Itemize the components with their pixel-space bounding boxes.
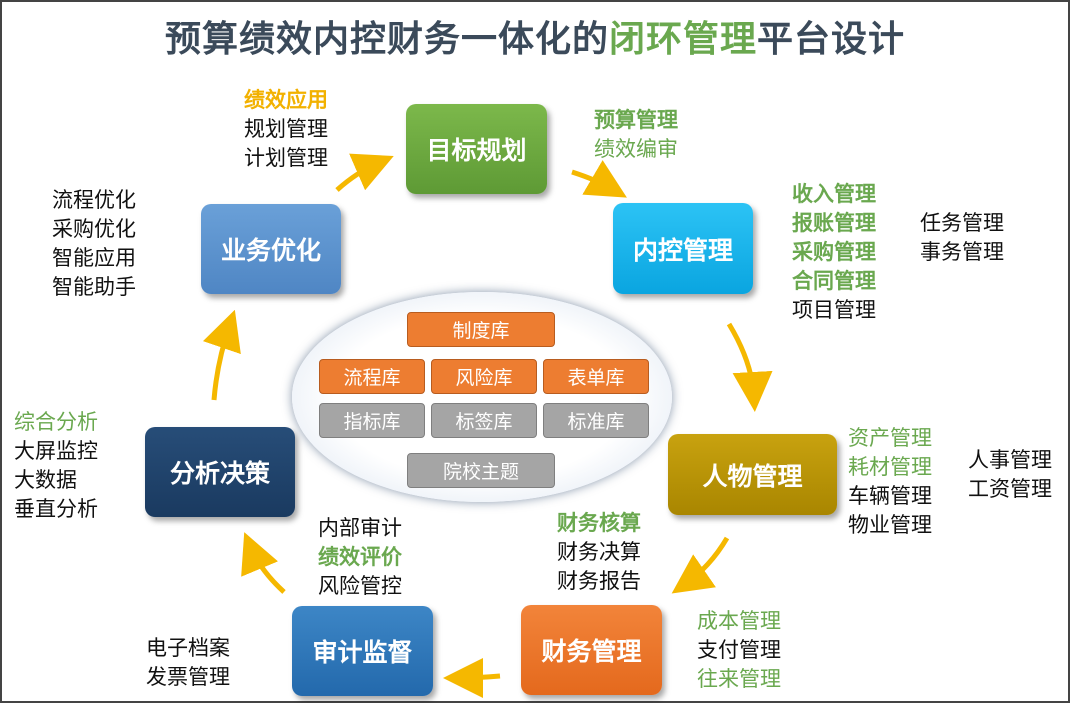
asset-left-item: 车辆管理 — [848, 484, 932, 508]
finance-top-item: 财务报告 — [557, 569, 641, 593]
audit-top-list: 内部审计 绩效评价 风险管控 — [318, 514, 402, 601]
node-finance-management[interactable]: 财务管理 — [521, 605, 662, 695]
control-left-item: 收入管理 — [792, 182, 876, 206]
goal-apps-list: 绩效应用 规划管理 计划管理 — [244, 86, 328, 173]
title-part1: 预算绩效内控财务一体化的 — [164, 19, 609, 60]
business-item: 智能助手 — [52, 275, 136, 299]
goal-apps-item: 计划管理 — [244, 146, 328, 170]
control-right-item: 事务管理 — [920, 240, 1004, 264]
asset-left-item: 物业管理 — [848, 513, 932, 537]
arrow-finance-to-audit — [443, 657, 501, 698]
control-left-list: 收入管理 报账管理 采购管理 合同管理 项目管理 — [792, 180, 876, 325]
finance-top-item: 财务决算 — [557, 540, 641, 564]
title-part2: 平台设计 — [757, 19, 906, 60]
arrow-biz-to-goal — [335, 153, 394, 192]
business-item: 流程优化 — [52, 188, 136, 212]
audit-top-item: 风险管控 — [318, 574, 402, 598]
analysis-item: 大屏监控 — [14, 439, 98, 463]
control-right-item: 任务管理 — [920, 211, 1004, 235]
control-left-item: 报账管理 — [792, 211, 876, 235]
title-highlight: 闭环管理 — [608, 19, 757, 60]
asset-right-list: 人事管理 工资管理 — [968, 446, 1052, 504]
business-item: 采购优化 — [52, 217, 136, 241]
lib-risk[interactable]: 风险库 — [431, 359, 537, 394]
goal-right-item: 预算管理 — [594, 108, 678, 132]
control-left-item: 合同管理 — [792, 269, 876, 293]
asset-left-item: 耗材管理 — [848, 455, 932, 479]
control-left-item: 项目管理 — [792, 298, 876, 322]
lib-standard[interactable]: 标准库 — [543, 403, 649, 438]
finance-right-list: 成本管理 支付管理 往来管理 — [697, 607, 781, 694]
asset-right-item: 人事管理 — [968, 448, 1052, 472]
audit-left-item: 电子档案 — [146, 636, 230, 660]
analysis-list: 综合分析 大屏监控 大数据 垂直分析 — [14, 408, 98, 524]
goal-right-list: 预算管理 绩效编审 — [594, 106, 678, 164]
asset-right-item: 工资管理 — [968, 477, 1052, 501]
business-item: 智能应用 — [52, 246, 136, 270]
business-list: 流程优化 采购优化 智能应用 智能助手 — [52, 186, 136, 302]
lib-process[interactable]: 流程库 — [319, 359, 425, 394]
lib-form[interactable]: 表单库 — [543, 359, 649, 394]
analysis-item: 综合分析 — [14, 410, 98, 434]
audit-left-list: 电子档案 发票管理 — [146, 634, 230, 692]
analysis-item: 垂直分析 — [14, 497, 98, 521]
lib-theme[interactable]: 院校主题 — [407, 453, 555, 488]
goal-apps-item: 绩效应用 — [244, 88, 328, 112]
lib-indicator[interactable]: 指标库 — [319, 403, 425, 438]
node-business-optimization[interactable]: 业务优化 — [201, 204, 341, 294]
control-right-list: 任务管理 事务管理 — [920, 209, 1004, 267]
audit-top-item: 绩效评价 — [318, 545, 402, 569]
page-title: 预算绩效内控财务一体化的闭环管理平台设计 — [2, 10, 1068, 62]
node-asset-management[interactable]: 人物管理 — [668, 434, 837, 515]
analysis-item: 大数据 — [14, 468, 77, 492]
lib-tag[interactable]: 标签库 — [431, 403, 537, 438]
goal-apps-item: 规划管理 — [244, 117, 328, 141]
arrow-analysis-to-biz — [202, 309, 241, 401]
finance-top-list: 财务核算 财务决算 财务报告 — [557, 509, 641, 596]
asset-left-item: 资产管理 — [848, 426, 932, 450]
finance-right-item: 成本管理 — [697, 609, 781, 633]
node-audit-supervision[interactable]: 审计监督 — [292, 606, 433, 696]
node-internal-control[interactable]: 内控管理 — [613, 203, 753, 294]
goal-right-item: 绩效编审 — [594, 137, 678, 161]
lib-system[interactable]: 制度库 — [407, 312, 555, 347]
arrow-goal-to-control — [571, 160, 627, 198]
finance-right-item: 往来管理 — [697, 667, 781, 691]
arrow-audit-to-analysis — [241, 532, 286, 594]
finance-top-item: 财务核算 — [557, 511, 641, 535]
finance-right-item: 支付管理 — [697, 638, 781, 662]
arrow-control-to-asset — [726, 322, 773, 412]
asset-left-list: 资产管理 耗材管理 车辆管理 物业管理 — [848, 424, 932, 540]
node-analysis-decision[interactable]: 分析决策 — [145, 427, 295, 517]
node-goal-planning[interactable]: 目标规划 — [406, 104, 547, 194]
arrow-asset-to-finance — [671, 536, 730, 594]
audit-left-item: 发票管理 — [146, 665, 230, 689]
control-left-item: 采购管理 — [792, 240, 876, 264]
audit-top-item: 内部审计 — [318, 516, 402, 540]
